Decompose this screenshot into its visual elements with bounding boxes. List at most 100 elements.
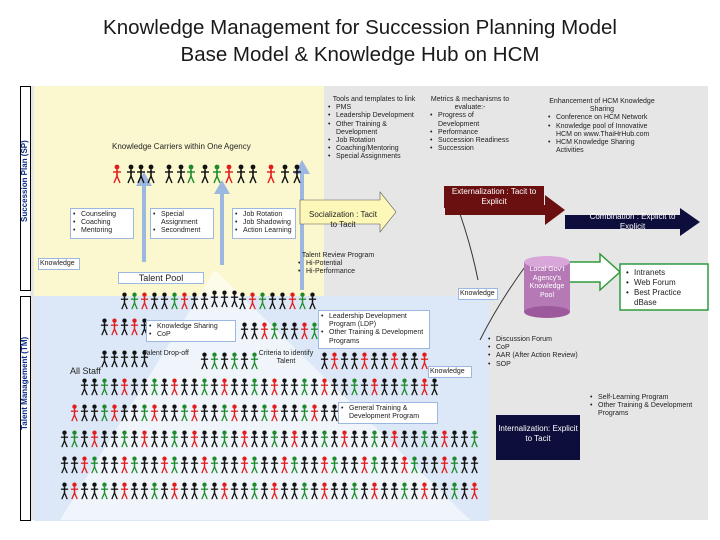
self-learning-item: Self-Learning Program [590,394,700,402]
person-icon [350,482,359,500]
person-icon [360,430,369,448]
person-icon [130,482,139,500]
leadership-box: Leadership Development Program (LDP) Oth… [318,310,430,349]
person-icon [420,482,429,500]
metrics-item: Succession Readiness [430,137,510,145]
tools-item: Coaching/Mentoring [328,145,420,153]
pyramid-shape [60,270,470,520]
person-icon [260,378,269,396]
person-icon [230,456,239,474]
person-icon [100,318,109,336]
person-icon [190,430,199,448]
discussion-item: Discussion Forum [488,336,578,344]
externalization-label: Externalization : Tacit to Explicit [444,186,544,208]
person-icon [100,430,109,448]
discussion-box: Discussion Forum CoP AAR (After Action R… [488,336,578,369]
title-line-1: Knowledge Management for Succession Plan… [103,16,617,39]
general-training-box: General Training & Development Program [338,402,438,425]
person-icon [230,430,239,448]
person-icon [330,378,339,396]
person-icon [90,404,99,422]
person-icon [300,456,309,474]
person-icon [80,482,89,500]
person-icon [210,482,219,500]
person-icon [320,352,329,370]
person-icon [80,378,89,396]
person-icon [190,456,199,474]
job-rotation-box: Job Rotation Job Shadowing Action Learni… [232,208,296,239]
person-icon [370,456,379,474]
person-icon [230,352,239,370]
person-icon [290,430,299,448]
person-icon [400,456,409,474]
person-icon [281,164,289,184]
person-icon [180,430,189,448]
special-item: Special Assignment [153,211,211,227]
person-icon [238,292,247,310]
person-icon [140,456,149,474]
person-icon [350,456,359,474]
person-icon [100,378,109,396]
person-icon [137,164,145,184]
person-icon [260,456,269,474]
person-icon [250,322,259,340]
knowledge-sharing-item: Knowledge Sharing [149,323,233,331]
person-icon [210,290,219,308]
tools-heading: Tools and templates to link [332,96,416,103]
person-icon [400,352,409,370]
person-icon [340,456,349,474]
person-icon [180,404,189,422]
person-icon [330,352,339,370]
person-icon [130,378,139,396]
person-icon [270,378,279,396]
person-icon [80,404,89,422]
person-icon [200,352,209,370]
person-icon [380,456,389,474]
person-icon [460,456,469,474]
person-icon [210,456,219,474]
person-icon [240,352,249,370]
person-icon [210,404,219,422]
person-icon [230,290,239,308]
person-icon [150,456,159,474]
person-icon [250,482,259,500]
person-icon [270,322,279,340]
person-icon [293,164,301,184]
person-icon [290,404,299,422]
person-icon [160,482,169,500]
person-icon [430,378,439,396]
person-icon [110,378,119,396]
person-icon [380,352,389,370]
person-icon [308,292,317,310]
person-icon [300,404,309,422]
person-icon [230,482,239,500]
person-icon [240,430,249,448]
person-icon [130,350,139,368]
person-icon [70,404,79,422]
person-icon [350,430,359,448]
internalization-box-bg [496,415,580,460]
person-icon [165,164,173,184]
knowledge-sharing-item: CoP [149,331,233,339]
person-icon [190,292,199,310]
person-icon [170,430,179,448]
combination-arrow [565,208,700,236]
person-icon [170,404,179,422]
person-icon [170,378,179,396]
person-icon [120,430,129,448]
person-icon [440,456,449,474]
person-icon [260,322,269,340]
person-icon [150,430,159,448]
tm-side-bar [20,296,31,521]
person-icon [260,430,269,448]
person-icon [160,292,169,310]
person-icon [340,482,349,500]
person-icon [160,456,169,474]
person-icon [290,456,299,474]
person-icon [180,456,189,474]
person-icon [310,456,319,474]
person-icon [100,456,109,474]
person-icon [120,318,129,336]
person-icon [130,318,139,336]
all-staff-label: All Staff [70,366,101,376]
